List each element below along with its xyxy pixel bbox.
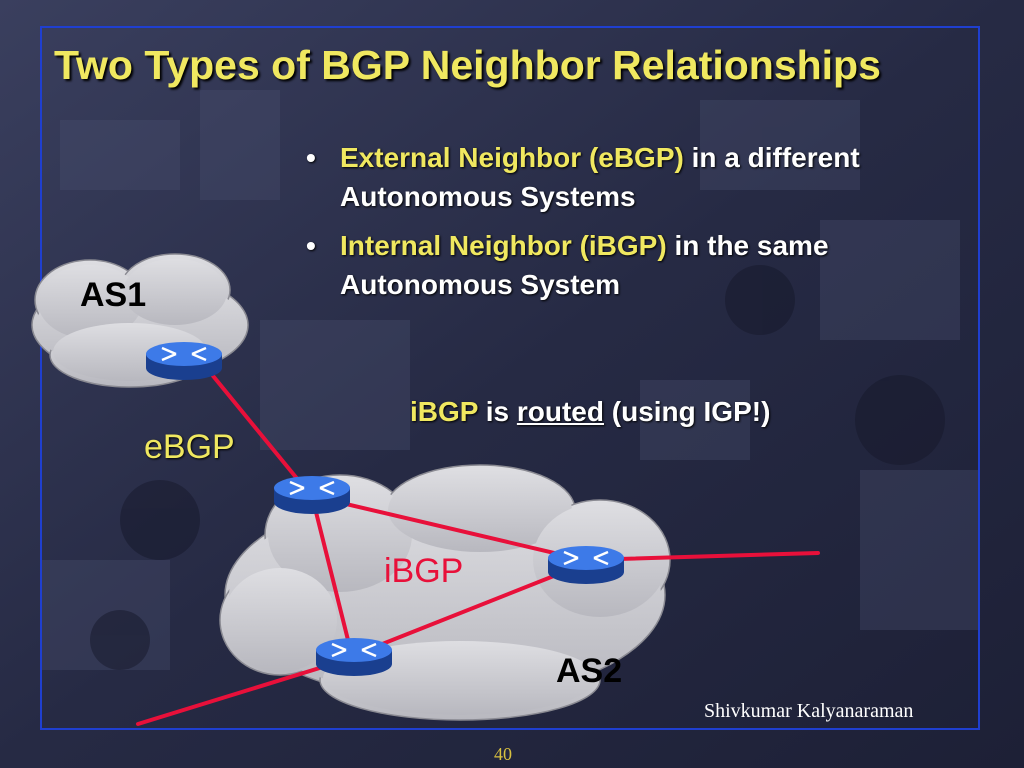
bullet-highlight: Internal Neighbor (iBGP) xyxy=(340,230,667,261)
ibgp-label: iBGP xyxy=(384,552,464,590)
bullet-dot-icon: • xyxy=(306,142,316,173)
bullet-item-ebgp: • External Neighbor (eBGP) in a different… xyxy=(300,138,900,216)
ibgp-link-bottom xyxy=(350,562,586,658)
bullet-list: • External Neighbor (eBGP) in a different… xyxy=(300,138,900,314)
note-rest: (using IGP!) xyxy=(603,396,771,427)
ebgp-label: eBGP xyxy=(144,428,235,466)
as1-router-icon xyxy=(144,340,224,382)
note-term: iBGP xyxy=(410,396,478,427)
ibgp-link-left xyxy=(310,494,354,658)
ibgp-routed-note: iBGP is routed (using IGP!) xyxy=(410,396,770,428)
as2-label: AS2 xyxy=(556,652,623,690)
external-link-left xyxy=(136,656,354,726)
slide-frame xyxy=(40,26,980,730)
bullet-item-ibgp: • Internal Neighbor (iBGP) in the same Au… xyxy=(300,226,900,304)
bullet-text: in a different Autonomous Systems xyxy=(340,142,860,212)
ebgp-link xyxy=(198,358,310,494)
as2-right-router-icon xyxy=(546,544,626,586)
page-number: 40 xyxy=(494,744,512,764)
as2-bottom-router-icon xyxy=(314,636,394,678)
bullet-dot-icon: • xyxy=(306,230,316,261)
note-is: is xyxy=(477,396,517,427)
ibgp-link-top xyxy=(310,494,586,562)
bullet-text: in the same Autonomous System xyxy=(340,230,829,300)
as2-border-router-icon xyxy=(272,474,352,516)
note-routed: routed xyxy=(516,396,604,427)
as1-label: AS1 xyxy=(80,276,147,314)
author-credit: Shivkumar Kalyanaraman xyxy=(704,700,914,722)
slide-title: Two Types of BGP Neighbor Relationships xyxy=(54,42,881,88)
bullet-highlight: External Neighbor (eBGP) xyxy=(340,142,684,173)
